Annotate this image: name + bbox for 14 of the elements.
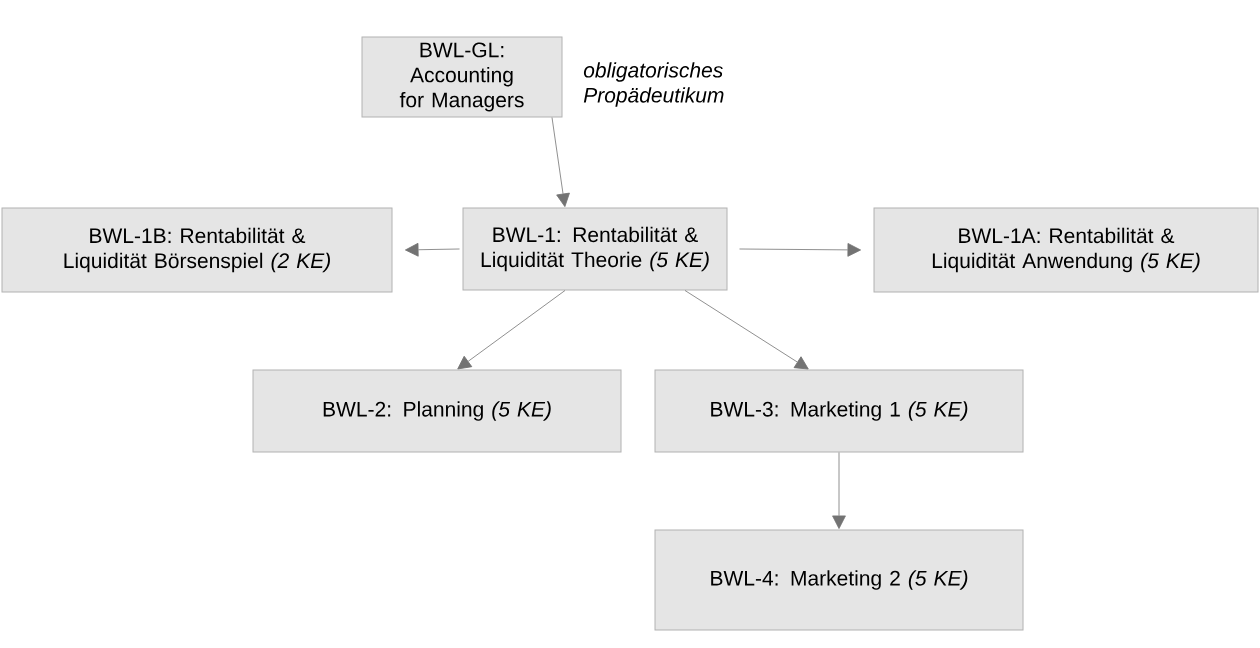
- course-box: BWL-2: Planning (5 KE): [252, 369, 622, 453]
- arrow: [551, 117, 570, 207]
- arrow: [739, 243, 861, 257]
- arrow: [457, 290, 566, 370]
- course-box: BWL-1: Rentabilität & Liquidität Theorie (5 KE): [462, 207, 728, 291]
- course-box: BWL-3: Marketing 1 (5 KE): [654, 369, 1024, 453]
- course-box: BWL-1A: Rentabilität & Liquidität Anwendung (5 KE): [873, 207, 1259, 293]
- course-box: BWL-GL: Accounting for Managers: [361, 36, 563, 118]
- arrow: [684, 290, 809, 370]
- arrow: [832, 452, 846, 529]
- note-text: obligatorisches Propädeutikum: [583, 62, 724, 107]
- course-box: BWL-4: Marketing 2 (5 KE): [654, 529, 1024, 631]
- arrow: [405, 242, 460, 257]
- course-box: BWL-1B: Rentabilität & Liquidität Börsenspiel (2 KE): [1, 207, 393, 293]
